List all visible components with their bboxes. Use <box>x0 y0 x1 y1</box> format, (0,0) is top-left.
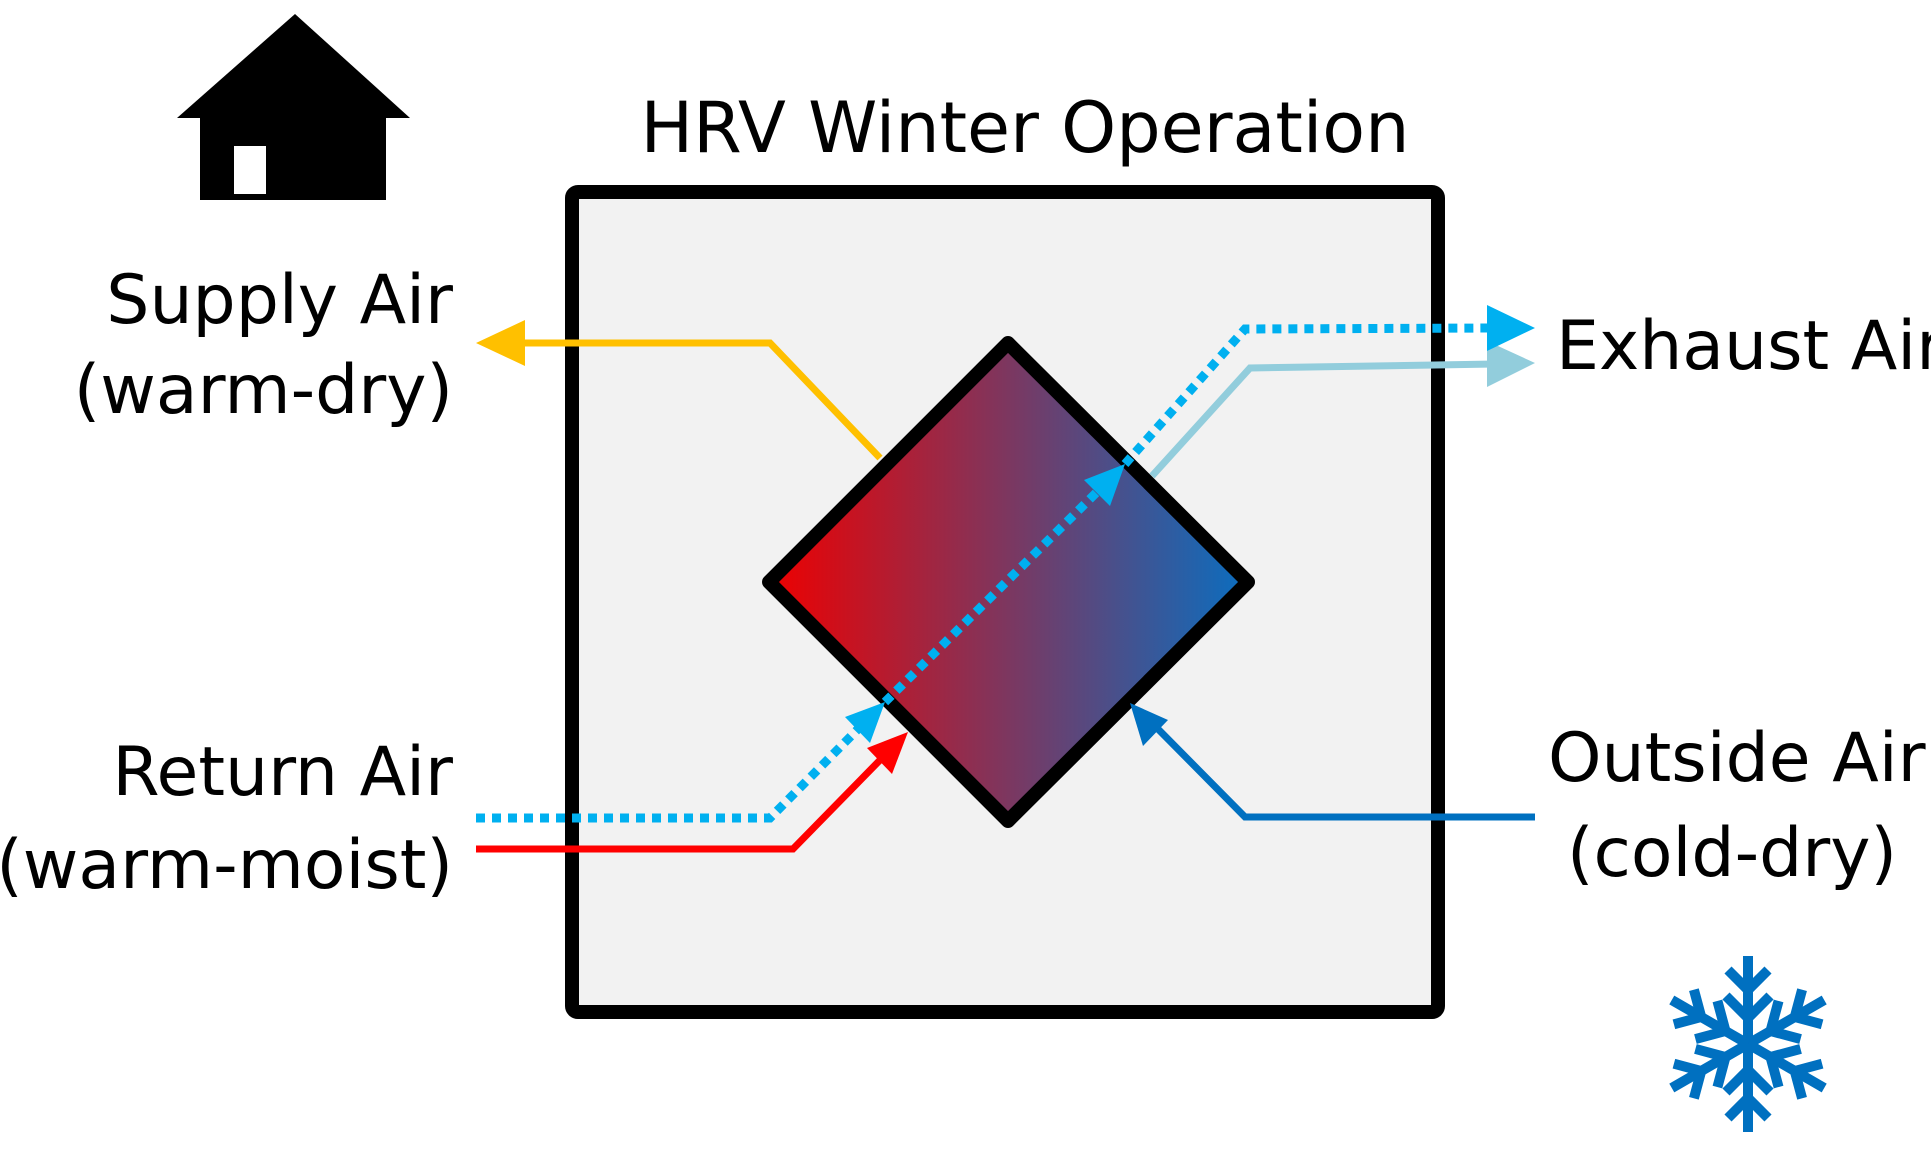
supply-air-arrow <box>476 320 883 461</box>
moisture-path-arrow <box>476 305 1535 823</box>
house-icon <box>177 14 410 200</box>
snowflake-icon <box>1661 956 1835 1132</box>
exhaust-air-arrow <box>1149 341 1535 479</box>
supply-air-label: Supply Air <box>106 261 453 340</box>
return-air-arrow <box>476 732 908 853</box>
diagram-title: HRV Winter Operation <box>641 87 1410 169</box>
return-air-sublabel: (warm-moist) <box>0 826 453 905</box>
outside-air-arrow <box>1130 703 1535 821</box>
supply-air-sublabel: (warm-dry) <box>74 351 453 430</box>
outside-air-sublabel: (cold-dry) <box>1567 814 1897 893</box>
outside-air-label: Outside Air <box>1548 719 1926 798</box>
exhaust-air-label: Exhaust Air <box>1556 307 1931 386</box>
return-air-label: Return Air <box>112 733 453 812</box>
